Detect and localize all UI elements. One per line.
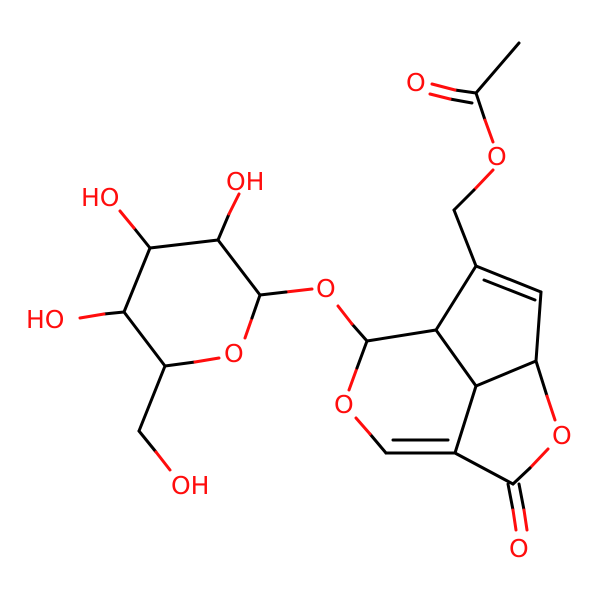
bond	[365, 328, 438, 343]
bond	[522, 508, 529, 532]
bond	[474, 359, 538, 388]
oxygen-atom-label: O	[224, 339, 244, 368]
bond	[430, 82, 457, 92]
bond	[258, 290, 288, 297]
bond	[154, 450, 172, 472]
bond	[472, 168, 495, 192]
bond	[453, 88, 478, 95]
bond	[511, 466, 532, 486]
bond	[148, 238, 220, 250]
bond	[163, 360, 197, 368]
bond	[474, 91, 487, 122]
bond	[250, 293, 262, 320]
hydroxyl-label: OH	[226, 167, 264, 196]
bond	[511, 508, 518, 532]
bond	[545, 394, 557, 422]
bond	[355, 339, 369, 370]
bond	[428, 92, 452, 101]
bond	[137, 364, 167, 433]
bond	[448, 97, 474, 105]
bond	[453, 384, 478, 455]
bond	[347, 366, 359, 392]
bond	[216, 212, 231, 242]
hydroxyl-label: OH	[171, 471, 209, 500]
oxygen-atom-label: O	[509, 534, 529, 563]
bond	[434, 328, 478, 388]
bond	[517, 482, 526, 512]
bond	[528, 447, 550, 470]
bond	[534, 359, 549, 398]
oxygen-atom-label: O	[487, 142, 507, 171]
bond	[122, 310, 167, 368]
bond	[434, 264, 478, 332]
bond	[243, 316, 254, 340]
bond	[474, 264, 543, 294]
bond	[368, 432, 388, 455]
oxygen-atom-label: O	[316, 274, 336, 303]
bond	[483, 118, 495, 144]
bond	[453, 451, 515, 486]
bond	[227, 192, 241, 216]
bond	[137, 429, 158, 454]
bonds	[78, 41, 557, 532]
bond	[482, 278, 537, 302]
bond	[452, 188, 476, 212]
oxygen-atom-label: O	[334, 390, 354, 419]
bond	[350, 322, 369, 343]
bond	[193, 356, 221, 364]
atom-labels: O O OH HO O HO O O O OH O	[26, 68, 572, 563]
bond	[118, 209, 136, 230]
hydroxyl-label: HO	[26, 305, 64, 334]
bond	[534, 290, 543, 363]
bond	[216, 238, 262, 297]
bond	[474, 41, 521, 95]
oxygen-atom-label: O	[552, 421, 572, 450]
bond	[452, 208, 478, 268]
bond	[506, 482, 515, 512]
hydroxyl-label: HO	[81, 183, 119, 212]
bond	[336, 304, 354, 326]
bond	[78, 312, 106, 320]
bond	[122, 246, 152, 314]
bond	[354, 416, 372, 436]
oxygen-atom-label: O	[406, 68, 426, 97]
bond	[132, 226, 152, 250]
bond	[102, 310, 126, 316]
bond	[284, 287, 314, 294]
